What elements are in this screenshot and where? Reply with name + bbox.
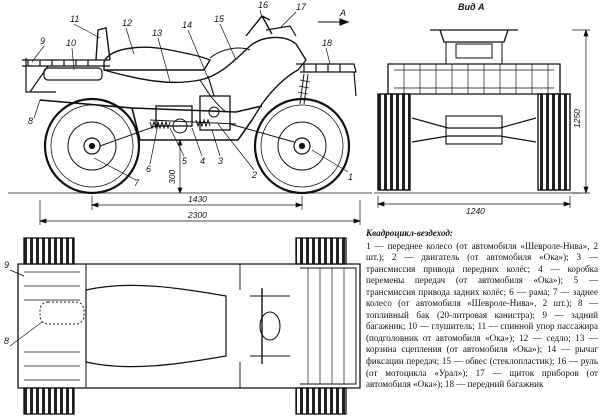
- seat: [103, 46, 212, 71]
- dim-wheelbase: 1430: [188, 194, 207, 204]
- label-8: 8: [28, 116, 33, 126]
- label-4: 4: [200, 156, 205, 166]
- clutch-basket: [172, 118, 188, 134]
- front-dimensions: [376, 28, 590, 208]
- label-9: 9: [40, 36, 45, 46]
- front-view-left-wheel: [377, 93, 411, 191]
- legend: Квадроцикл-вездеход: 1 — переднее колесо…: [366, 228, 598, 391]
- dim-clearance: 300: [167, 170, 177, 184]
- instrument-panel: [265, 25, 297, 37]
- rear-rack: [22, 58, 110, 93]
- gear-lever: [207, 75, 215, 97]
- top-label-9: 9: [4, 260, 9, 270]
- fuel-tank: [209, 47, 251, 59]
- dim-width: 1240: [466, 206, 485, 216]
- view-a-title: Вид А: [458, 2, 485, 12]
- dim-height: 1250: [572, 109, 582, 128]
- label-2: 2: [251, 170, 257, 180]
- top-label-8: 8: [4, 336, 9, 346]
- top-view: [9, 237, 361, 415]
- label-1: 1: [348, 172, 353, 182]
- rear-transmission: [99, 120, 171, 147]
- legend-text: 1 — переднее колесо (от автомобиля «Шевр…: [366, 240, 598, 390]
- legend-title: Квадроцикл-вездеход:: [366, 228, 453, 238]
- label-3: 3: [218, 156, 223, 166]
- dim-length: 2300: [187, 210, 207, 220]
- handlebar: [245, 15, 273, 37]
- front-transmission: [195, 118, 295, 143]
- label-6: 6: [146, 164, 151, 174]
- rear-wheel: [43, 97, 141, 195]
- label-14: 14: [182, 20, 192, 30]
- front-wheel: [253, 97, 351, 195]
- front-shock: [299, 73, 309, 105]
- label-17: 17: [296, 2, 307, 12]
- side-view: [8, 9, 372, 195]
- engine: [199, 95, 231, 131]
- label-11: 11: [70, 14, 79, 24]
- arrow-a-label: А: [339, 8, 346, 18]
- label-10: 10: [66, 38, 76, 48]
- frame: [39, 99, 263, 141]
- muffler: [43, 67, 103, 81]
- label-7: 7: [134, 178, 140, 188]
- label-16: 16: [258, 0, 268, 10]
- label-15: 15: [214, 14, 225, 24]
- front-view-right-wheel: [537, 93, 571, 191]
- label-5: 5: [182, 156, 188, 166]
- label-12: 12: [122, 18, 132, 28]
- label-18: 18: [322, 38, 332, 48]
- side-dimensions: [38, 139, 362, 225]
- front-rack: [296, 63, 357, 97]
- gearbox: [155, 105, 193, 127]
- back-rest: [95, 27, 111, 61]
- fairing: [103, 36, 307, 121]
- label-13: 13: [152, 28, 162, 38]
- front-view: [374, 29, 580, 194]
